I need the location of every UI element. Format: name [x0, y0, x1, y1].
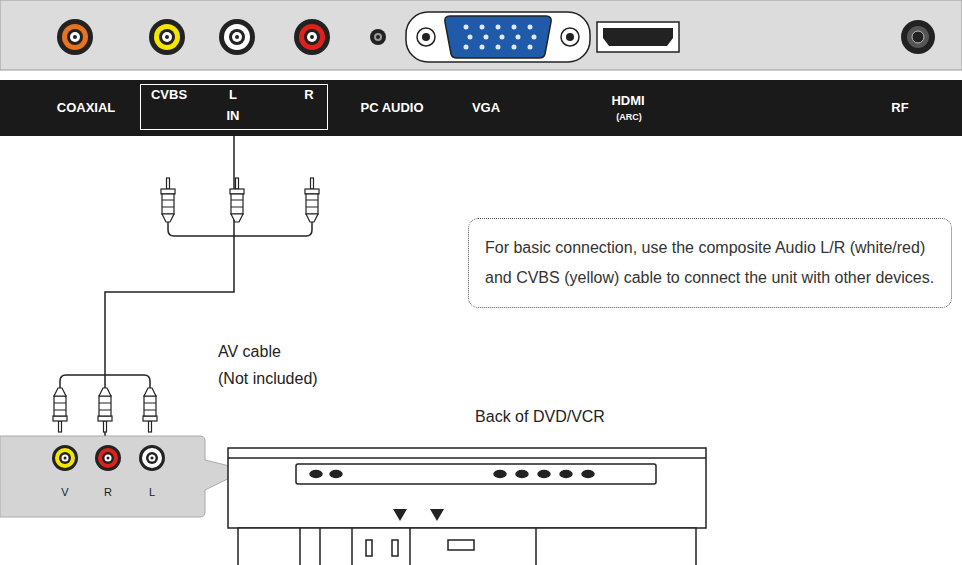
label-band: COAXIAL PC AUDIO VGA HDMI (ARC) RF CVBS L R IN	[0, 80, 962, 136]
rf-jack	[901, 20, 935, 54]
note-text: For basic connection, use the composite …	[485, 233, 935, 293]
jack-label: L	[149, 486, 155, 499]
audio-l-jack	[139, 445, 165, 471]
cvbs-jack	[149, 19, 185, 55]
audio-l-jack	[219, 19, 255, 55]
video-jack	[52, 445, 78, 471]
jack-callout	[0, 436, 246, 517]
port-label: IN	[227, 108, 240, 124]
port-label: COAXIAL	[57, 100, 116, 116]
cable-label: AV cable	[218, 343, 281, 361]
coaxial-jack	[57, 19, 93, 55]
device-label: Back of DVD/VCR	[475, 408, 605, 426]
hdmi-port	[597, 22, 679, 52]
pc-audio-jack	[370, 29, 386, 45]
port-label: RF	[891, 100, 908, 116]
jack-label: V	[61, 486, 68, 499]
port-label: HDMI	[611, 93, 644, 109]
cable-note: (Not included)	[218, 370, 318, 388]
note-box: For basic connection, use the composite …	[468, 218, 952, 308]
input-group-box: CVBS L R IN	[140, 84, 328, 130]
dvd-vcr-back	[228, 448, 706, 565]
cable-wire	[168, 222, 312, 236]
port-label: PC AUDIO	[360, 100, 423, 116]
jack-panel: VRL	[0, 436, 205, 517]
panel-strip	[0, 0, 962, 70]
jack-label: R	[104, 486, 112, 499]
vga-port	[406, 12, 590, 62]
port-label: VGA	[472, 100, 500, 116]
port-label: L	[229, 87, 237, 103]
av-cable	[105, 130, 234, 436]
audio-r-jack	[95, 445, 121, 471]
cable-wire	[60, 375, 150, 388]
port-sublabel: (ARC)	[616, 112, 642, 123]
port-label: R	[304, 87, 313, 103]
audio-r-jack	[294, 19, 330, 55]
port-label: CVBS	[151, 87, 187, 103]
